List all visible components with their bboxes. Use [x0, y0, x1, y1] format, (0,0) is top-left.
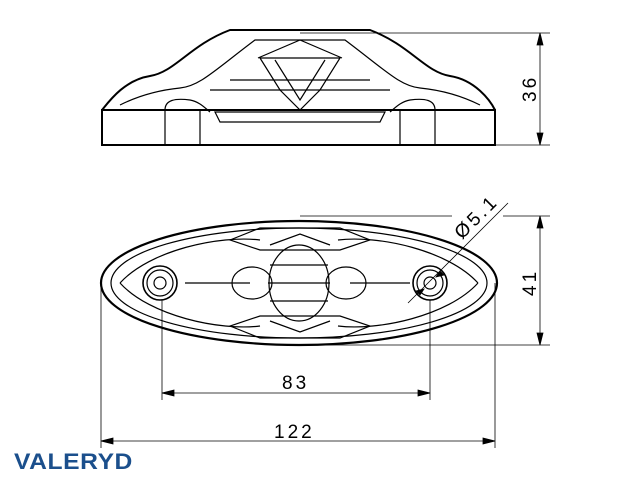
- side-view: [101, 29, 496, 146]
- dimension-36: [300, 32, 550, 146]
- dimension-41: [300, 215, 550, 346]
- label-36: 36: [520, 75, 541, 102]
- dimension-122: [100, 283, 496, 448]
- dimension-diameter-leader: [407, 202, 509, 304]
- label-83: 83: [282, 373, 309, 394]
- brand-logo: VALERYD: [14, 449, 133, 474]
- label-diameter: Ø5.1: [451, 191, 503, 243]
- label-122: 122: [274, 422, 315, 443]
- dimension-83: [161, 300, 431, 400]
- label-41: 41: [520, 269, 541, 296]
- top-view: [99, 219, 499, 347]
